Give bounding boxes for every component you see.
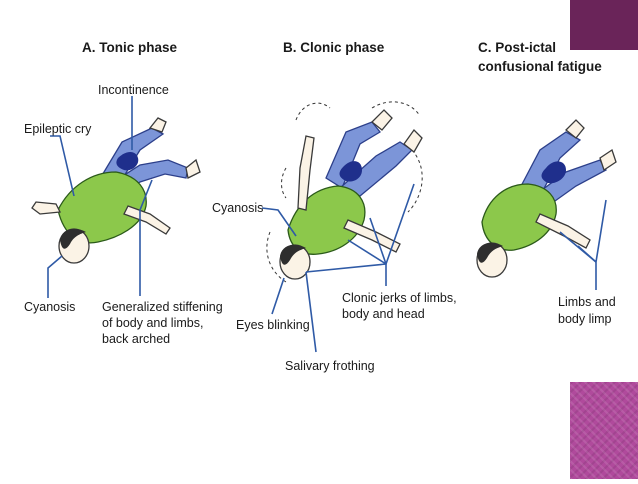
figure-b-right-arm: [343, 219, 401, 253]
label-incontinence: Incontinence: [98, 83, 169, 97]
label-cyanosis-a: Cyanosis: [24, 300, 75, 314]
panel-b-title: B. Clonic phase: [283, 40, 385, 55]
figure-b-legs: [325, 109, 423, 197]
label-stiffening-line-1: Generalized stiffening: [102, 300, 223, 314]
figure-c-head: [476, 242, 508, 278]
figure-a-right-arm: [123, 205, 171, 235]
label-eyes-blinking: Eyes blinking: [236, 318, 310, 332]
label-limbs-limp-line-1: Limbs and: [558, 295, 616, 309]
label-stiffening-line-2: of body and limbs,: [102, 316, 203, 330]
motion-lines: [295, 102, 331, 121]
decorative-corner-block-top: [570, 0, 638, 50]
panel-post-ictal: C. Post-ictal confusional fatigue: [476, 40, 617, 326]
leader-epileptic-cry: [50, 135, 75, 197]
figure-a-left-arm: [31, 201, 62, 215]
label-limbs-limp-line-2: body limp: [558, 312, 612, 326]
leader-eyes-blinking: [271, 277, 285, 315]
panel-clonic: B. Clonic phase: [212, 40, 457, 373]
leader-cyanosis-a: [47, 255, 63, 298]
panel-tonic: A. Tonic phase I: [24, 40, 223, 346]
label-clonic-jerks-line-2: body and head: [342, 307, 425, 321]
figure-c-legs: [519, 119, 617, 207]
leader-limbs-limp: [595, 199, 607, 290]
figure-b-left-arm: [297, 135, 315, 211]
label-epileptic-cry: Epileptic cry: [24, 122, 92, 136]
panel-c-title-line-1: C. Post-ictal: [478, 40, 556, 55]
label-cyanosis-b: Cyanosis: [212, 201, 263, 215]
label-stiffening-line-3: back arched: [102, 332, 170, 346]
leader-stiffening: [139, 179, 153, 296]
leader-cyanosis-b: [261, 207, 297, 237]
figure-a-head: [58, 228, 90, 264]
figure-b-head: [279, 244, 311, 280]
leader-salivary-frothing: [305, 271, 317, 353]
label-clonic-jerks-line-1: Clonic jerks of limbs,: [342, 291, 457, 305]
panel-a-title: A. Tonic phase: [82, 40, 178, 55]
figure-c-right-arm: [535, 213, 591, 249]
panel-c-title-line-2: confusional fatigue: [478, 59, 602, 74]
decorative-corner-block-bottom: [570, 382, 638, 479]
label-salivary-frothing: Salivary frothing: [285, 359, 375, 373]
